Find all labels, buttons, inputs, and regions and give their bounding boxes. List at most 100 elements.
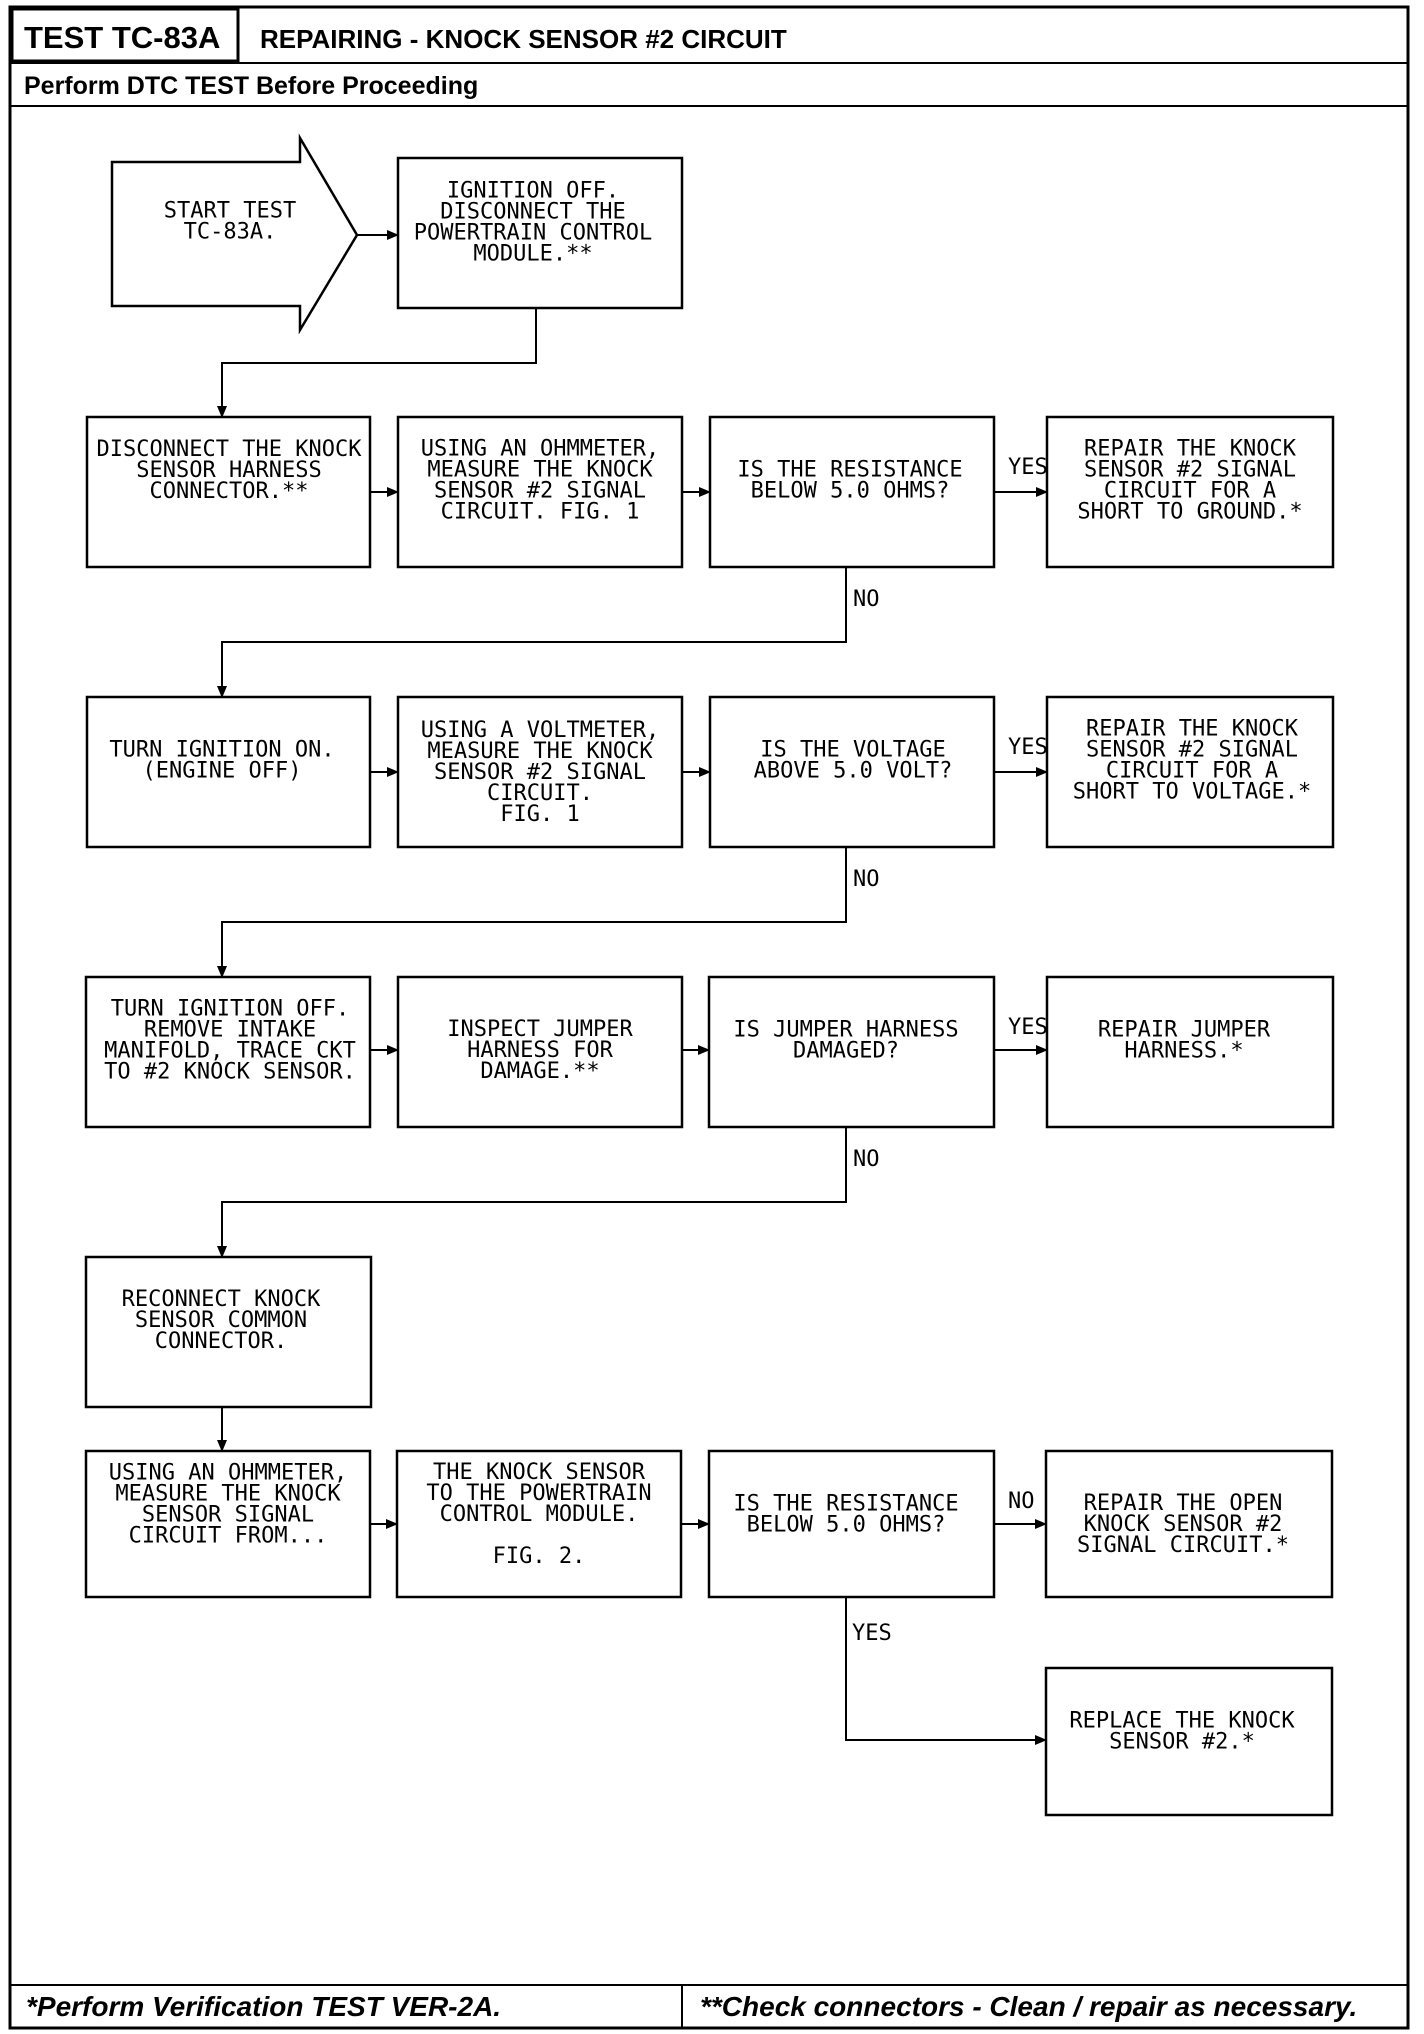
connector-row3-no — [217, 1127, 847, 1258]
box-text-line: DISCONNECT THE KNOCK — [97, 437, 363, 462]
box-text-line: USING AN OHMMETER, — [421, 437, 659, 462]
box-text-line: SENSOR #2 SIGNAL — [434, 479, 646, 504]
no-label: NO — [853, 1147, 880, 1172]
box-text-line: IS THE RESISTANCE — [737, 458, 962, 483]
connector-row5-yes — [845, 1597, 1047, 1745]
box-text-line: HARNESS FOR — [467, 1038, 613, 1063]
box-text-line: CIRCUIT FROM... — [129, 1524, 328, 1549]
box-text-line: DAMAGED? — [793, 1039, 899, 1064]
footer-verification-note: *Perform Verification TEST VER-2A. — [26, 1991, 501, 2022]
box-text-line: INSPECT JUMPER — [447, 1017, 633, 1042]
box-text-line: CONTROL MODULE. — [440, 1502, 639, 1527]
box-text-line: THE KNOCK SENSOR — [433, 1460, 646, 1485]
box-text-line: DAMAGE.** — [480, 1059, 599, 1084]
box-text-line: SENSOR #2 SIGNAL — [1086, 738, 1298, 763]
box-text-line: POWERTRAIN CONTROL — [414, 221, 652, 246]
page-frame — [8, 5, 1410, 2030]
box-text-line: CIRCUIT FOR A — [1106, 759, 1278, 784]
box-text-line: RECONNECT KNOCK — [122, 1287, 321, 1312]
box-text-line: BELOW 5.0 OHMS? — [751, 479, 950, 504]
box-text-line: TURN IGNITION ON. — [109, 738, 334, 763]
box-text-line: TURN IGNITION OFF. — [111, 997, 349, 1022]
box-text-line: START TEST — [164, 199, 296, 224]
ignition-off-manifold-box — [84, 975, 372, 1129]
box-text-line: REPAIR JUMPER — [1098, 1018, 1271, 1043]
box-text-line: SENSOR #2 SIGNAL — [1084, 458, 1296, 483]
footer-connectors-note: **Check connectors - Clean / repair as n… — [700, 1991, 1357, 2022]
box-text-line: SENSOR #2.* — [1109, 1730, 1255, 1755]
box-text-line: MODULE.** — [473, 242, 592, 267]
page-subtitle: Perform DTC TEST Before Proceeding — [24, 72, 478, 100]
yes-label: YES — [1008, 735, 1048, 760]
box-text-line: SENSOR HARNESS — [136, 458, 321, 483]
box-text-line: USING AN OHMMETER, — [109, 1461, 347, 1486]
connector-row1-no — [217, 567, 847, 698]
box-text-line: CIRCUIT. FIG. 1 — [441, 500, 640, 525]
box-text-line: CIRCUIT. — [487, 781, 593, 806]
box-text-line: SENSOR #2 SIGNAL — [434, 760, 646, 785]
box-text-line: BELOW 5.0 OHMS? — [747, 1513, 946, 1538]
box-text-line: USING A VOLTMETER, — [421, 718, 659, 743]
no-label: NO — [1008, 1489, 1035, 1514]
box-text-line: (ENGINE OFF) — [143, 759, 302, 784]
box-text-line: MEASURE THE KNOCK — [115, 1482, 341, 1507]
box-text-line: CONNECTOR. — [155, 1329, 287, 1354]
ignition-on-text: TURN IGNITION ON.(ENGINE OFF) — [109, 738, 334, 784]
box-text-line: IGNITION OFF. — [447, 179, 619, 204]
yes-label: YES — [1008, 1015, 1048, 1040]
box-text-line: MEASURE THE KNOCK — [427, 739, 653, 764]
box-text-line: IS JUMPER HARNESS — [733, 1018, 958, 1043]
box-text-line: MANIFOLD, TRACE CKT — [104, 1039, 356, 1064]
box-text-line: TC-83A. — [184, 220, 277, 245]
box-text-line: SHORT TO VOLTAGE.* — [1073, 780, 1311, 805]
box-text-line: CONNECTOR.** — [150, 479, 309, 504]
yes-label: YES — [1008, 455, 1048, 480]
no-label: NO — [853, 867, 880, 892]
start-arrow-shape — [110, 133, 359, 335]
box-text-line: KNOCK SENSOR #2 — [1084, 1512, 1283, 1537]
box-text-line: REPLACE THE KNOCK — [1069, 1709, 1295, 1734]
box-text-line: REPAIR THE OPEN — [1084, 1491, 1283, 1516]
box-text-line: REPAIR THE KNOCK — [1086, 717, 1299, 742]
reconnect-connector-box — [84, 1255, 373, 1409]
box-text-line: IS THE VOLTAGE — [760, 738, 945, 763]
box-text-line: IS THE RESISTANCE — [733, 1492, 958, 1517]
box-text-line: TO THE POWERTRAIN — [426, 1481, 651, 1506]
box-text-line: SIGNAL CIRCUIT.* — [1077, 1533, 1289, 1558]
connector-row2-no — [217, 847, 847, 978]
box-text-line: TO #2 KNOCK SENSOR. — [104, 1060, 356, 1085]
box-text-line: REPAIR THE KNOCK — [1084, 437, 1297, 462]
box-text-line: ABOVE 5.0 VOLT? — [754, 759, 953, 784]
test-id: TEST TC-83A — [24, 20, 220, 55]
box-text-line: HARNESS.* — [1124, 1039, 1243, 1064]
box-text-line: MEASURE THE KNOCK — [427, 458, 653, 483]
no-label: NO — [853, 587, 880, 612]
box-text-line: DISCONNECT THE — [440, 200, 625, 225]
box-text-line: REMOVE INTAKE — [144, 1018, 316, 1043]
connector-ign-to-disconnect — [217, 308, 537, 418]
box-text-line: FIG. 2. — [493, 1544, 586, 1569]
box-text-line: SENSOR SIGNAL — [142, 1503, 314, 1528]
box-text-line: FIG. 1 — [500, 802, 579, 827]
box-text-line: SHORT TO GROUND.* — [1077, 500, 1302, 525]
